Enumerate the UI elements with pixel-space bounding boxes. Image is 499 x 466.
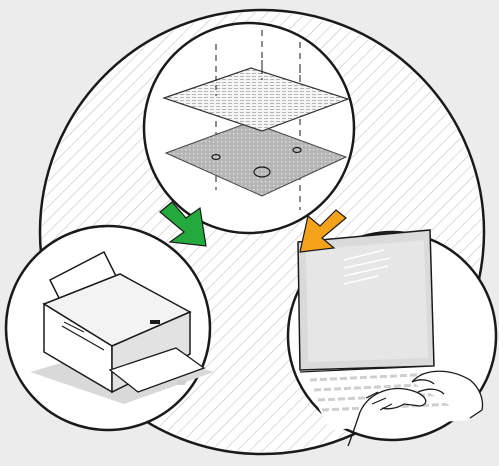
document-layers-panel <box>144 23 354 233</box>
